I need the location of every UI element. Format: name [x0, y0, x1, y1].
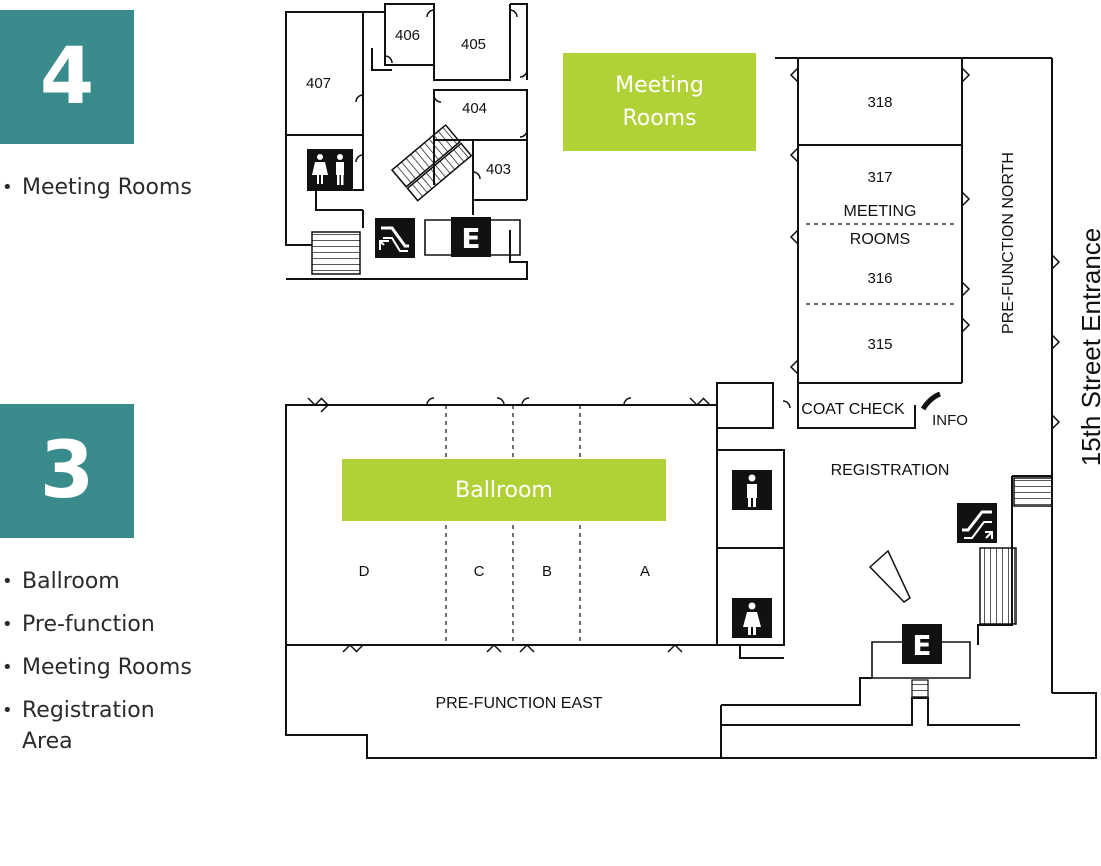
escalator-icon	[375, 218, 415, 258]
ballroom-a-label: A	[640, 563, 650, 580]
escalator-stairs	[390, 123, 473, 202]
floor-3-plan	[285, 57, 1097, 759]
floor-3-legend: Ballroom Pre-function Meeting Rooms Regi…	[0, 566, 192, 757]
room-404-label: 404	[462, 100, 487, 117]
room-dividers	[445, 223, 958, 645]
floor-4-badge: 4	[0, 10, 134, 144]
floor-4-legend: Meeting Rooms	[0, 172, 192, 203]
entrance-label: 15th Street Entrance	[1076, 228, 1101, 466]
legend-item: Meeting Rooms	[0, 172, 192, 203]
room-318-label: 318	[867, 94, 892, 111]
room-403-label: 403	[486, 161, 511, 178]
ballroom-d-label: D	[359, 563, 370, 580]
coat-check-label: COAT CHECK	[801, 401, 905, 418]
ballroom-highlight: Ballroom	[342, 459, 666, 521]
door-swings	[355, 9, 528, 180]
ballroom-b-label: B	[542, 563, 552, 580]
room-405-label: 405	[461, 36, 486, 53]
room-316-label: 316	[867, 270, 892, 287]
room-406-label: 406	[395, 27, 420, 44]
legend-item: Registration Area	[0, 695, 192, 757]
meeting-rooms-label: ROOMS	[850, 231, 910, 248]
elevator-icon: E	[451, 217, 491, 257]
svg-text:E: E	[912, 629, 931, 662]
svg-text:E: E	[461, 222, 480, 255]
escalator-icon	[957, 503, 997, 543]
legend-item: Ballroom	[0, 566, 192, 597]
kiosk	[868, 549, 911, 603]
elevator-icon: E	[902, 624, 942, 664]
stairs-icon	[1013, 477, 1053, 507]
room-407-label: 407	[306, 75, 331, 92]
escalator-stairs	[979, 547, 1017, 625]
room-315-label: 315	[867, 336, 892, 353]
room-317-label: 317	[867, 169, 892, 186]
prefunction-east-label: PRE-FUNCTION EAST	[435, 695, 602, 712]
meeting-rooms-highlight-line: Meeting	[615, 73, 704, 98]
ballroom-c-label: C	[474, 563, 485, 580]
restroom-icon	[307, 149, 353, 191]
mens-restroom-icon	[732, 470, 772, 510]
meeting-rooms-label: MEETING	[844, 203, 917, 220]
stairs-icon	[911, 679, 929, 699]
info-desk	[920, 391, 942, 411]
stairs-icon	[311, 231, 361, 275]
registration-label: REGISTRATION	[831, 462, 950, 479]
legend-item: Pre-function	[0, 609, 192, 640]
meeting-rooms-highlight: Meeting Rooms	[563, 53, 756, 151]
meeting-rooms-highlight-line: Rooms	[622, 106, 697, 131]
door-swings	[307, 67, 1061, 653]
floor-3-badge: 3	[0, 404, 134, 538]
prefunction-north-label: PRE-FUNCTION NORTH	[1000, 152, 1017, 334]
womens-restroom-icon	[732, 598, 772, 638]
info-label: INFO	[932, 412, 968, 429]
legend-item: Meeting Rooms	[0, 652, 192, 683]
